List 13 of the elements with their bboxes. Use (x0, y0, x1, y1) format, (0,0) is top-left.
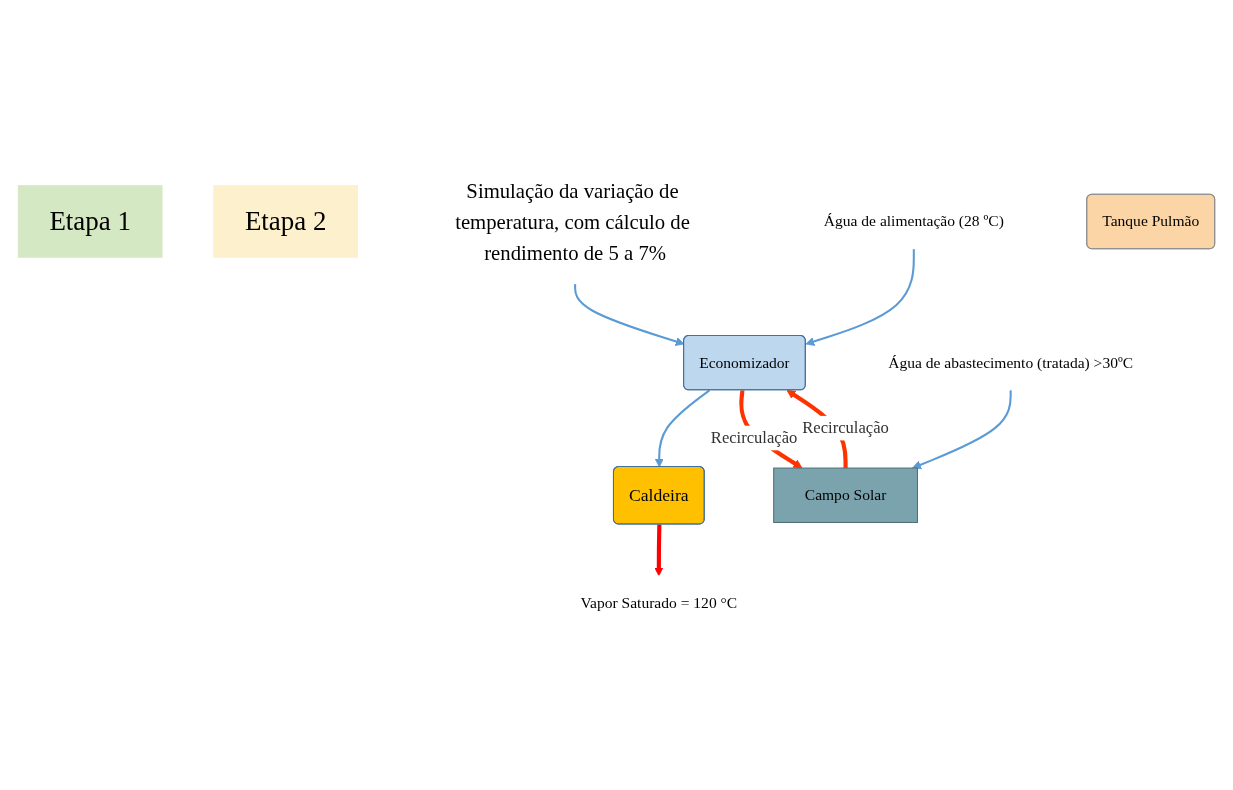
node-box: Etapa 2 (213, 185, 359, 258)
node-box: Etapa 1 (17, 185, 163, 258)
arrow (805, 248, 915, 347)
edge-label: Recirculação (802, 419, 889, 437)
node-text: Água de abastecimento (tratada) >30ºC (888, 354, 1134, 371)
node-text: Vapor Saturado = 120 °C (580, 594, 738, 612)
node-box: Campo Solar (773, 467, 918, 524)
arrow (912, 390, 1012, 470)
node-text: Simulação da variação de temperatura, com cálculo de rendimento de 5 a 7% (455, 179, 690, 265)
arrow (654, 389, 711, 468)
arrow (654, 524, 664, 577)
node-text: Água de alimentação (28 ºC) (823, 213, 1004, 230)
edge-label: Recirculação (710, 428, 798, 447)
